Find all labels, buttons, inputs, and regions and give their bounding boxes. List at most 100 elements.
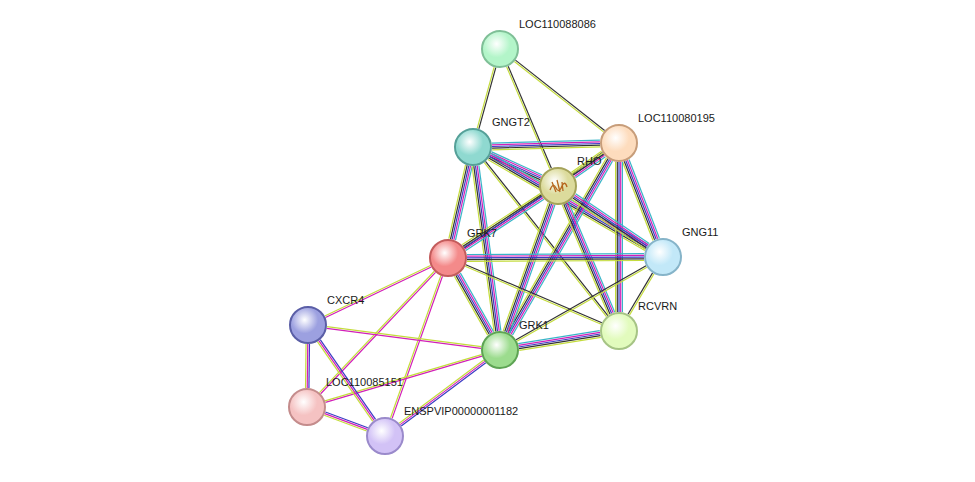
- evidence-line: [505, 203, 550, 331]
- evidence-line: [510, 205, 555, 333]
- evidence-line: [508, 159, 608, 333]
- evidence-line: [325, 265, 431, 316]
- evidence-line: [506, 204, 551, 332]
- evidence-line: [503, 203, 548, 331]
- interaction-edge: [616, 162, 623, 312]
- evidence-line: [484, 162, 606, 316]
- evidence-line: [620, 162, 621, 312]
- evidence-line: [518, 332, 599, 345]
- evidence-line: [466, 265, 602, 323]
- protein-structure-icon: [550, 180, 567, 192]
- protein-node: LOC110088086: [481, 30, 519, 68]
- evidence-line: [327, 328, 481, 348]
- evidence-line: [479, 165, 501, 330]
- evidence-line: [325, 414, 367, 430]
- evidence-line: [307, 344, 309, 388]
- evidence-line: [325, 412, 367, 428]
- evidence-line: [576, 194, 650, 244]
- evidence-line: [391, 276, 441, 418]
- evidence-line: [519, 334, 600, 347]
- helix-squiggle: [550, 183, 567, 190]
- interaction-edge: [467, 254, 644, 262]
- protein-node: ENSPVIP00000001182: [366, 417, 404, 455]
- evidence-line: [467, 255, 644, 257]
- interaction-edge: [472, 165, 501, 331]
- evidence-line: [573, 198, 647, 248]
- node-label: GNGT2: [492, 116, 530, 129]
- evidence-line: [459, 274, 492, 333]
- evidence-line: [449, 165, 466, 239]
- evidence-line: [618, 162, 619, 312]
- evidence-line: [308, 344, 310, 388]
- evidence-line: [509, 159, 609, 333]
- evidence-line: [485, 161, 607, 315]
- protein-node: GRK7: [429, 239, 467, 277]
- protein-node: LOC110085151: [288, 388, 326, 426]
- evidence-line: [463, 195, 541, 246]
- evidence-line: [462, 194, 540, 245]
- evidence-line: [460, 273, 493, 332]
- node-label: GRK1: [519, 319, 549, 332]
- interaction-edge: [465, 265, 602, 325]
- interaction-edge: [454, 273, 493, 335]
- evidence-line: [518, 331, 599, 344]
- evidence-line: [477, 166, 499, 331]
- node-label: LOC110088086: [519, 18, 596, 31]
- node-label: RHO: [577, 155, 601, 168]
- protein-node: GRK1: [481, 331, 519, 369]
- evidence-line: [511, 160, 611, 334]
- evidence-line: [574, 197, 648, 247]
- evidence-line: [456, 275, 489, 334]
- evidence-line: [622, 162, 623, 312]
- evidence-line: [325, 355, 482, 401]
- protein-node: RCVRN: [600, 312, 638, 350]
- interaction-edge: [484, 161, 608, 316]
- evidence-line: [508, 204, 553, 332]
- evidence-line: [624, 161, 654, 240]
- interaction-edge: [572, 151, 606, 178]
- node-label: LOC110085151: [326, 376, 403, 389]
- interaction-edge: [507, 158, 613, 335]
- evidence-line: [627, 160, 657, 239]
- interaction-edge: [623, 160, 660, 241]
- evidence-line: [324, 415, 366, 431]
- evidence-line: [490, 155, 540, 178]
- interaction-edge: [324, 412, 368, 431]
- evidence-line: [452, 166, 469, 240]
- evidence-line: [454, 276, 487, 335]
- protein-node: GNGT2: [454, 128, 492, 166]
- node-label: ENSPVIP00000001182: [404, 405, 518, 418]
- evidence-line: [626, 161, 656, 240]
- protein-node: GNG11: [644, 238, 682, 276]
- evidence-line: [617, 162, 618, 312]
- protein-node: LOC110080195: [600, 124, 638, 162]
- node-label: RCVRN: [638, 300, 677, 313]
- evidence-line: [491, 153, 541, 176]
- evidence-line: [327, 327, 481, 347]
- evidence-line: [467, 258, 644, 260]
- evidence-line: [326, 267, 432, 318]
- evidence-line: [562, 205, 608, 315]
- interaction-edge: [492, 140, 600, 150]
- evidence-line: [519, 337, 600, 350]
- evidence-line: [464, 196, 542, 247]
- evidence-line: [465, 198, 543, 249]
- node-label: LOC110080195: [638, 112, 715, 125]
- interaction-edge: [462, 194, 544, 251]
- evidence-line: [465, 266, 601, 324]
- evidence-line: [467, 256, 644, 258]
- evidence-line: [575, 195, 649, 245]
- interaction-edge: [306, 344, 310, 388]
- evidence-line: [467, 260, 644, 262]
- interaction-edge: [503, 203, 555, 333]
- evidence-line: [477, 67, 494, 128]
- evidence-line: [629, 160, 659, 239]
- evidence-line: [519, 336, 600, 349]
- interaction-edge: [327, 327, 482, 349]
- evidence-line: [466, 199, 544, 250]
- protein-node: RHO: [539, 167, 577, 205]
- helix-strands: [552, 180, 563, 192]
